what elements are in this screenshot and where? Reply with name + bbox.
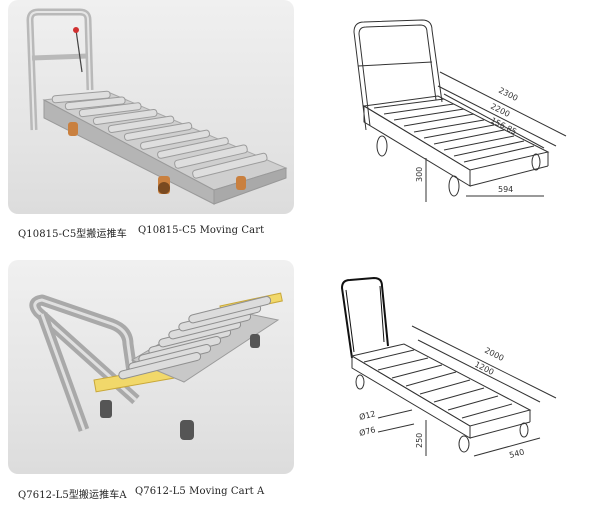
dim-label: Ø12 bbox=[358, 408, 376, 422]
product-photo-1 bbox=[8, 0, 294, 214]
product-drawing-2: 2000 1200 Ø12 Ø76 250 540 bbox=[334, 270, 592, 470]
product-caption-cn: Q7612-L5型搬运推车A bbox=[18, 490, 127, 501]
dim-label: Ø76 bbox=[358, 424, 376, 438]
product-caption-cn: Q10815-C5型搬运推车 bbox=[18, 229, 127, 240]
dim-label: 594 bbox=[498, 185, 513, 194]
product-photo-2 bbox=[8, 260, 294, 474]
dim-label: 250 bbox=[415, 433, 424, 448]
dim-label: 2300 bbox=[497, 86, 519, 103]
product-drawing-1: 2300 2200 156.85 300 594 bbox=[330, 10, 592, 210]
dim-label: 1200 bbox=[473, 360, 495, 377]
dim-label: 2000 bbox=[483, 346, 505, 363]
dim-label: 540 bbox=[508, 448, 525, 460]
product-caption-en: Q10815-C5 Moving Cart bbox=[138, 225, 265, 236]
dim-label: 300 bbox=[415, 167, 424, 182]
product-caption-en: Q7612-L5 Moving Cart A bbox=[135, 486, 265, 497]
